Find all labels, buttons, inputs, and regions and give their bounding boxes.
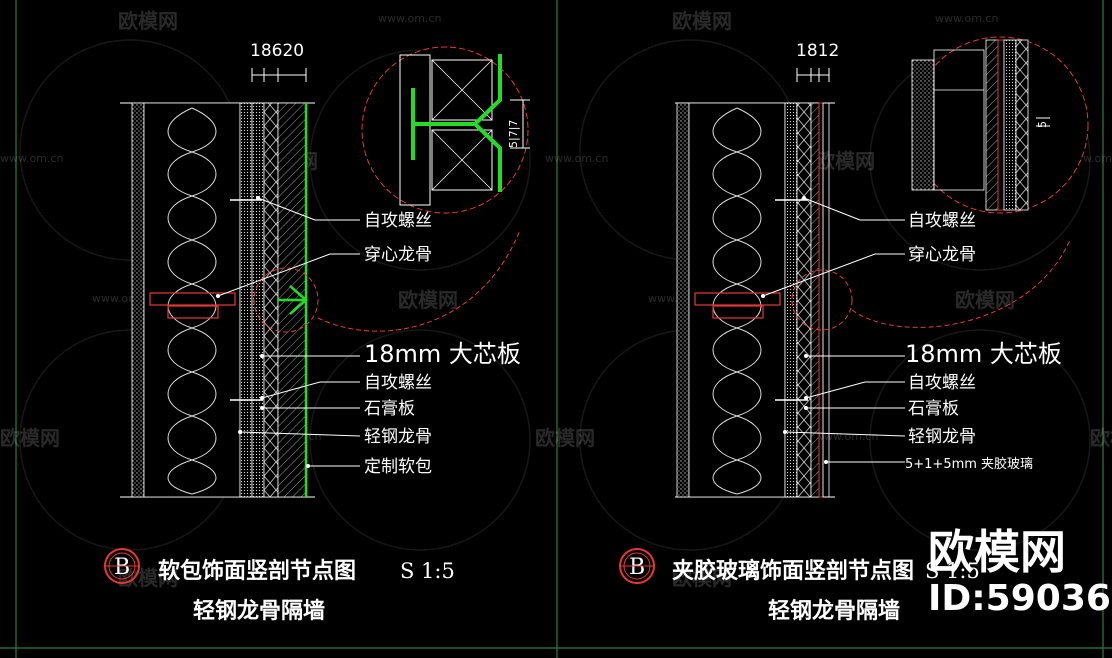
- label-through-keel: 穿心龙骨: [364, 245, 432, 265]
- detail-dimension: 5: [1036, 121, 1049, 128]
- label-gypsum-board: 石膏板: [908, 398, 959, 419]
- detail-subtitle: 轻钢龙骨隔墙: [193, 598, 325, 624]
- watermark-brand: 欧模网: [955, 288, 1015, 312]
- watermark-brand: 欧模网: [118, 9, 178, 33]
- right-detail: 5 1812 自攻螺丝 穿心龙骨 18mm 大芯板 自攻螺丝 石膏板 轻钢龙骨 …: [619, 36, 1089, 624]
- watermark-url: www.om.cn: [378, 12, 441, 25]
- label-self-tapping-screw: 自攻螺丝: [908, 211, 976, 231]
- detail-subtitle: 轻钢龙骨隔墙: [768, 598, 900, 624]
- label-blockboard: 18mm 大芯板: [905, 340, 1062, 368]
- detail-title: 软包饰面竖剖节点图: [158, 558, 356, 584]
- watermark-brand: 欧模网: [672, 9, 732, 33]
- watermark-brand: 欧模网: [672, 566, 732, 590]
- label-self-tapping-screw: 自攻螺丝: [364, 211, 432, 231]
- label-laminated-glass: 5+1+5mm 夹胶玻璃: [905, 456, 1033, 472]
- watermark-url: www.om.cn: [935, 12, 998, 25]
- label-custom-soft-pack: 定制软包: [364, 457, 432, 477]
- label-gypsum-board: 石膏板: [364, 398, 415, 419]
- detail-title: 夹胶玻璃饰面竖剖节点图: [672, 558, 914, 584]
- detail-bubble: B: [629, 555, 645, 580]
- label-self-tapping-screw: 自攻螺丝: [364, 373, 432, 393]
- label-light-steel-keel: 轻钢龙骨: [908, 427, 976, 447]
- watermark-brand: 欧模网: [0, 426, 60, 450]
- dimension-text: 18620: [250, 41, 304, 61]
- detail-bubble: B: [114, 555, 130, 580]
- detail-scale: S 1:5: [400, 559, 455, 583]
- watermark-brand: 欧模网: [398, 288, 458, 312]
- watermark-text: 欧模网 www.om.cn 欧模网 www.om.cn www.om.cn 欧模…: [0, 9, 1112, 590]
- detail-scale: S 1:5: [925, 559, 980, 583]
- brand-logo: 欧模网: [928, 525, 1066, 579]
- watermark-brand: 欧模网: [1090, 426, 1112, 450]
- label-light-steel-keel: 轻钢龙骨: [364, 427, 432, 447]
- corner-brand: 欧模网 ID:590364: [928, 525, 1112, 619]
- label-through-keel: 穿心龙骨: [908, 245, 976, 265]
- watermark-url: www.om.cn: [815, 430, 878, 443]
- watermark-brand: 欧模网: [535, 426, 595, 450]
- label-blockboard: 18mm 大芯板: [364, 340, 521, 368]
- watermark-url: www.om.cn: [0, 152, 63, 165]
- label-self-tapping-screw: 自攻螺丝: [908, 373, 976, 393]
- left-detail: 5|7|7 18620 自攻螺丝 穿心龙骨 18mm 大芯板 自攻螺丝 石膏板: [104, 41, 530, 624]
- watermark-url: www.om.cn: [545, 152, 608, 165]
- dimension-text: 1812: [796, 41, 839, 61]
- watermark-brand: 欧模网: [815, 149, 875, 173]
- brand-id: ID:590364: [928, 578, 1112, 619]
- detail-dimension: 5|7|7: [507, 120, 520, 148]
